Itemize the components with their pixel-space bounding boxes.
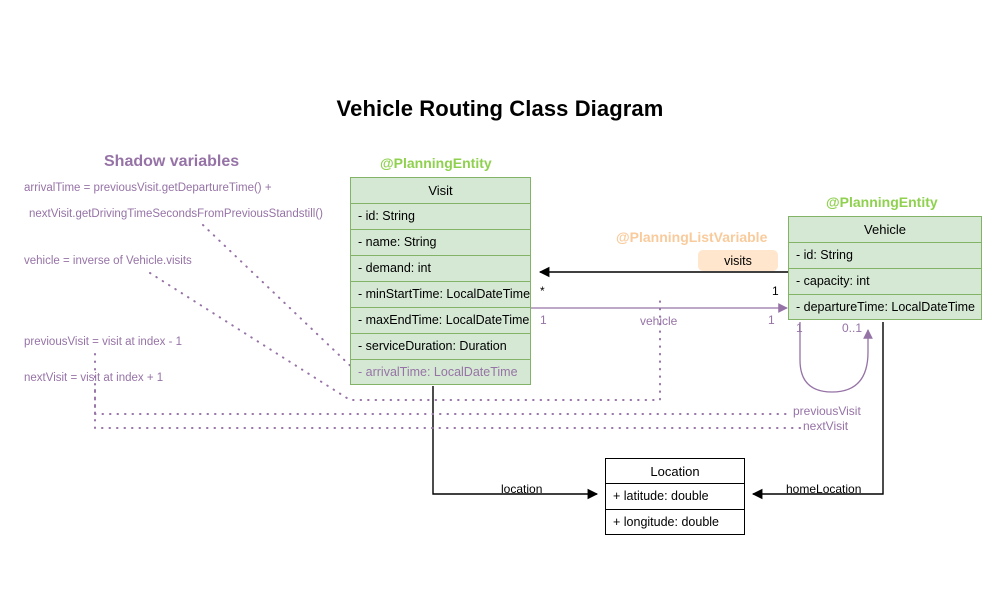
- label-role-home-location: homeLocation: [786, 482, 862, 496]
- badge-visits: visits: [698, 250, 778, 271]
- attribute-visit-max-end-time: - maxEndTime: LocalDateTime: [350, 307, 531, 333]
- page-title: Vehicle Routing Class Diagram: [336, 96, 664, 121]
- attribute-location-longitude: + longitude: double: [605, 509, 745, 535]
- shadow-link-arrival-time: [202, 224, 361, 376]
- multiplicity-vehicle-source: 1: [540, 313, 547, 327]
- multiplicity-visits-target: 1: [772, 284, 779, 298]
- attribute-vehicle-departure-time: - departureTime: LocalDateTime: [788, 294, 982, 320]
- multiplicity-self-loop-source: 1: [796, 321, 803, 335]
- shadow-formula-next-visit: nextVisit = visit at index + 1: [24, 372, 164, 384]
- class-name-visit: Visit: [350, 177, 531, 203]
- attribute-visit-min-start-time: - minStartTime: LocalDateTime: [350, 281, 531, 307]
- multiplicity-self-loop-target: 0..1: [842, 321, 863, 335]
- label-role-next-visit: nextVisit: [803, 419, 849, 433]
- shadow-link-next-visit: [94, 389, 801, 429]
- shadow-formula-arrival-time-line2: nextVisit.getDrivingTimeSecondsFromPrevi…: [29, 208, 323, 220]
- shadow-formula-vehicle: vehicle = inverse of Vehicle.visits: [24, 255, 192, 267]
- class-box-location: Location + latitude: double + longitude:…: [605, 458, 745, 535]
- class-name-vehicle: Vehicle: [788, 216, 982, 242]
- shadow-variables-heading: Shadow variables: [104, 153, 240, 170]
- label-role-location: location: [501, 482, 543, 496]
- multiplicity-vehicle-target: 1: [768, 313, 775, 327]
- multiplicity-visits-source: *: [540, 284, 545, 298]
- shadow-formula-arrival-time-line1: arrivalTime = previousVisit.getDeparture…: [24, 182, 272, 194]
- class-name-location: Location: [605, 458, 745, 483]
- class-box-visit: Visit - id: String - name: String - dema…: [350, 177, 531, 385]
- attribute-vehicle-id: - id: String: [788, 242, 982, 268]
- attribute-visit-name: - name: String: [350, 229, 531, 255]
- attribute-vehicle-capacity: - capacity: int: [788, 268, 982, 294]
- label-role-previous-visit: previousVisit: [793, 404, 861, 418]
- attribute-visit-id: - id: String: [350, 203, 531, 229]
- association-location: [432, 386, 599, 500]
- attribute-visit-demand: - demand: int: [350, 255, 531, 281]
- label-role-vehicle: vehicle: [640, 314, 678, 328]
- attribute-visit-arrival-time: - arrivalTime: LocalDateTime: [350, 359, 531, 385]
- attribute-location-latitude: + latitude: double: [605, 483, 745, 509]
- class-box-vehicle: Vehicle - id: String - capacity: int - d…: [788, 216, 982, 320]
- attribute-visit-service-duration: - serviceDuration: Duration: [350, 333, 531, 359]
- stereotype-planning-list-variable: @PlanningListVariable: [616, 229, 768, 245]
- shadow-formula-previous-visit: previousVisit = visit at index - 1: [24, 336, 182, 348]
- stereotype-visit: @PlanningEntity: [380, 155, 492, 171]
- stereotype-vehicle: @PlanningEntity: [826, 194, 938, 210]
